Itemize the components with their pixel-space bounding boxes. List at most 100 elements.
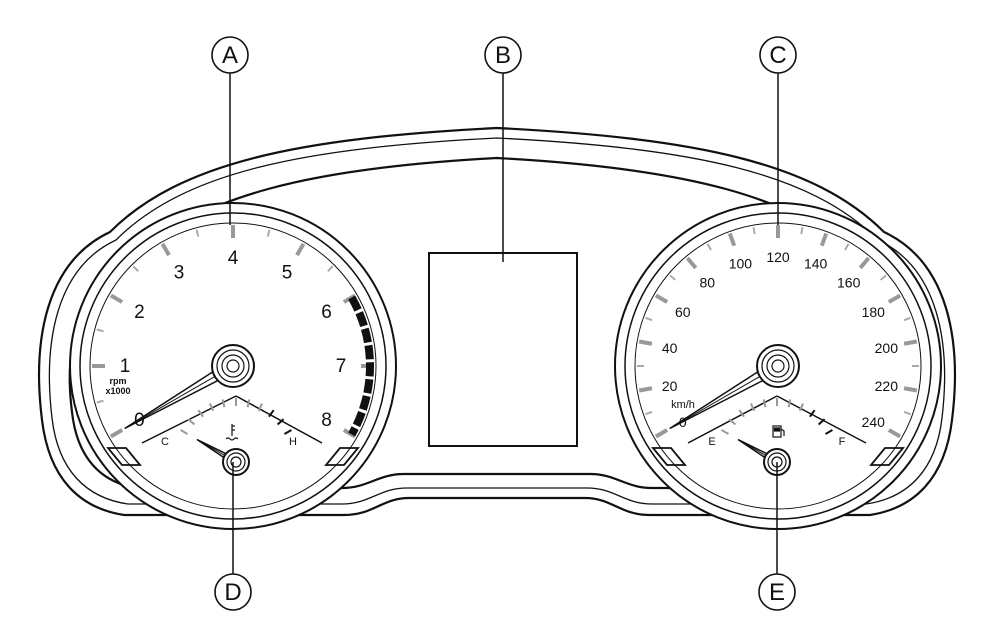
speedo-scale-label: 180 bbox=[862, 304, 886, 320]
temperature-arc-right bbox=[235, 395, 323, 444]
temperature-high-label: H bbox=[289, 436, 297, 448]
tach-scale-label: 6 bbox=[321, 302, 332, 323]
coolant-temperature-icon bbox=[225, 424, 239, 441]
speedo-tick bbox=[887, 293, 902, 304]
speedo-scale-label: 120 bbox=[766, 249, 790, 265]
callout-e-circle bbox=[758, 573, 796, 611]
speedometer-hub bbox=[756, 344, 800, 388]
speedometer-unit: km/h bbox=[671, 399, 695, 411]
callout-d: D bbox=[214, 573, 252, 611]
temp-tick bbox=[180, 429, 189, 435]
tach-tick bbox=[195, 229, 200, 237]
tach-tick bbox=[132, 265, 139, 272]
fuel-tick bbox=[824, 429, 833, 435]
tach-scale-label: 5 bbox=[282, 262, 293, 283]
callout-b-circle bbox=[484, 36, 522, 74]
fuel-tick bbox=[787, 399, 792, 408]
temp-tick bbox=[197, 409, 204, 418]
tach-scale-label: 7 bbox=[336, 356, 347, 377]
fuel-tick bbox=[817, 418, 826, 426]
speedo-tick bbox=[638, 339, 653, 346]
tachometer-bottom-right-notch bbox=[324, 447, 360, 466]
speedo-tick bbox=[903, 339, 918, 346]
tach-tick bbox=[266, 229, 271, 237]
speedo-tick bbox=[638, 386, 653, 393]
temp-tick bbox=[221, 399, 226, 408]
speedo-tick bbox=[752, 226, 756, 235]
speedo-tick bbox=[903, 410, 911, 416]
tachometer-hub bbox=[211, 344, 255, 388]
speedo-tick bbox=[844, 243, 850, 251]
speedo-tick bbox=[645, 410, 653, 416]
speedo-scale-label: 100 bbox=[729, 256, 753, 272]
fuel-high-label: F bbox=[839, 436, 846, 448]
temperature-hub bbox=[222, 448, 250, 476]
tach-tick bbox=[295, 242, 306, 257]
housing-outer-outline bbox=[37, 126, 957, 517]
callout-a-label: A bbox=[222, 42, 238, 69]
temp-tick bbox=[257, 403, 263, 412]
callout-e: E bbox=[758, 573, 796, 611]
fuel-gauge: E F bbox=[687, 395, 867, 476]
callout-e-label: E bbox=[769, 579, 785, 606]
tach-scale-label: 3 bbox=[174, 262, 185, 283]
tachometer-redzone-band bbox=[348, 295, 374, 437]
speedo-scale-label: 200 bbox=[875, 340, 899, 356]
speedo-tick bbox=[654, 293, 669, 304]
fuel-arc-left bbox=[687, 395, 778, 444]
tach-scale-label: 4 bbox=[228, 248, 239, 269]
speedo-tick bbox=[858, 256, 871, 270]
speedo-scale-label: 80 bbox=[700, 275, 716, 291]
fuel-arc-right bbox=[776, 395, 867, 444]
tach-tick bbox=[109, 428, 124, 439]
speedometer-gauge: 020406080100120140160180200220240 km/h bbox=[614, 202, 942, 530]
temp-tick bbox=[268, 409, 275, 418]
speedo-tick bbox=[887, 428, 902, 439]
speedo-tick bbox=[819, 232, 829, 247]
speedo-scale-label: 20 bbox=[662, 378, 678, 394]
tach-tick bbox=[160, 242, 171, 257]
fuel-pump-icon bbox=[772, 425, 785, 438]
callout-b-label: B bbox=[495, 42, 511, 69]
tachometer-redzone bbox=[348, 295, 374, 437]
temperature-gauge: C H bbox=[141, 395, 323, 476]
speedo-tick bbox=[903, 386, 918, 393]
speedometer-scale-labels: 020406080100120140160180200220240 bbox=[662, 249, 898, 430]
speedometer-bottom-right-notch bbox=[869, 447, 905, 466]
temp-tick bbox=[246, 399, 251, 408]
speedo-scale-label: 220 bbox=[875, 378, 899, 394]
tachometer-gauge: 012345678 rpm x1000 bbox=[69, 202, 397, 530]
callout-c: C bbox=[759, 36, 797, 74]
tachometer-unit-rpm: rpm bbox=[109, 376, 126, 386]
speedo-tick bbox=[727, 232, 737, 247]
fuel-tick bbox=[721, 429, 730, 435]
tach-scale-label: 8 bbox=[321, 410, 332, 431]
speedo-scale-label: 240 bbox=[862, 414, 886, 430]
temp-tick bbox=[209, 403, 215, 412]
center-display-screen bbox=[428, 252, 578, 447]
speedometer-bottom-left-notch bbox=[651, 447, 687, 466]
speedo-tick bbox=[685, 256, 698, 270]
speedo-tick bbox=[669, 274, 676, 281]
speedo-scale-label: 60 bbox=[675, 304, 691, 320]
speedo-tick bbox=[880, 274, 887, 281]
tach-scale-label: 2 bbox=[134, 302, 145, 323]
tachometer-unit-x1000: x1000 bbox=[105, 386, 130, 396]
fuel-tick bbox=[738, 409, 745, 418]
tachometer-bottom-left-notch bbox=[106, 447, 142, 466]
callout-a-circle bbox=[211, 36, 249, 74]
fuel-tick bbox=[762, 399, 767, 408]
temp-tick bbox=[187, 418, 196, 426]
speedometer-ticks bbox=[637, 225, 919, 439]
callout-d-label: D bbox=[224, 579, 241, 606]
speedo-tick bbox=[706, 243, 712, 251]
fuel-tick bbox=[750, 403, 756, 412]
fuel-tick bbox=[728, 418, 737, 426]
fuel-low-label: E bbox=[708, 436, 715, 448]
speedo-tick bbox=[800, 226, 804, 235]
tach-tick bbox=[109, 293, 124, 304]
tach-tick bbox=[96, 328, 104, 333]
speedo-tick bbox=[903, 316, 911, 322]
speedo-tick bbox=[645, 316, 653, 322]
